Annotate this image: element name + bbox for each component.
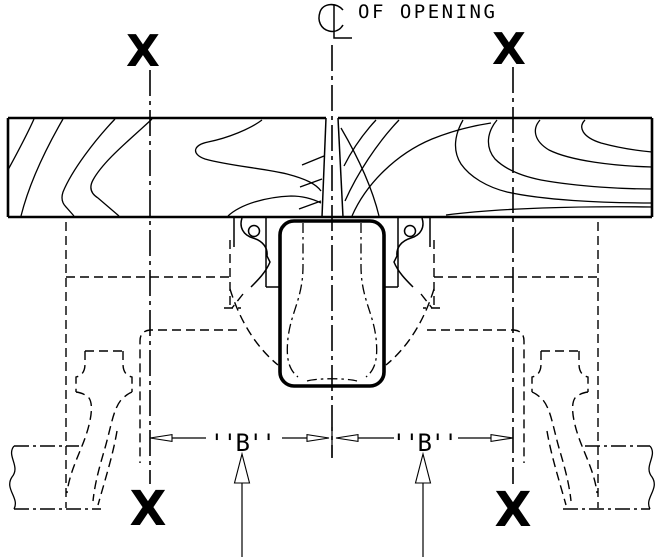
grain-line <box>581 119 653 153</box>
hidden-bit-profile-bottom <box>306 378 358 382</box>
opening-label: OF OPENING <box>358 1 497 23</box>
slot-left-edge <box>321 117 327 218</box>
opening-outline <box>278 219 386 388</box>
grain-line <box>445 206 653 216</box>
grain-line <box>194 119 322 192</box>
leg-curve <box>97 430 118 506</box>
arrowhead-up-icon <box>233 451 251 484</box>
hidden-bit-profile-left <box>286 223 304 378</box>
section-marker-bottom-left: X <box>129 481 166 537</box>
clamp-right <box>384 217 440 366</box>
housing-horizontal-lower <box>427 329 525 463</box>
grain-line <box>343 119 377 167</box>
grain-line <box>299 178 323 188</box>
grain-line <box>298 200 322 210</box>
hidden-cutter-arc <box>385 288 435 366</box>
arrowhead-up-icon <box>414 451 432 484</box>
grain-line <box>534 119 653 168</box>
insert-opening <box>278 219 386 388</box>
leader-arrows <box>233 451 432 557</box>
centerline-symbol-c <box>318 3 344 33</box>
break-line <box>9 445 16 510</box>
clamp-finger <box>240 217 271 288</box>
arrowhead-right-icon <box>490 433 514 443</box>
housing-horizontal-lower <box>139 329 237 463</box>
centerline-symbol-l <box>333 5 352 39</box>
grain-line <box>344 119 400 202</box>
hidden-clamp-corner <box>420 293 433 309</box>
section-marker-top-left: X <box>126 26 160 77</box>
centerline-symbol-icon <box>318 3 352 39</box>
section-marker-bottom-right: X <box>494 482 531 538</box>
hidden-cutter-arc <box>229 288 279 366</box>
grain-line <box>90 118 153 217</box>
grain-line <box>7 118 35 171</box>
clamp-left <box>224 217 280 366</box>
tslot-side <box>122 351 133 392</box>
hidden-clamp-corner <box>231 293 244 309</box>
housing-right <box>427 222 655 510</box>
arrowhead-right-icon <box>306 433 330 443</box>
grain-line <box>301 155 325 166</box>
dimension-label-right: ''B'' <box>392 429 457 457</box>
tslot-side <box>578 351 589 392</box>
grain-line <box>227 195 322 217</box>
dimension-b <box>149 427 514 457</box>
grain-line <box>20 118 64 217</box>
clamp-finger <box>393 217 424 288</box>
dimension-label-left: ''B'' <box>210 429 275 457</box>
arrowhead-left-icon <box>335 433 359 443</box>
leg-curve <box>92 391 133 502</box>
hidden-bit-profile-right <box>360 223 378 378</box>
board <box>6 116 654 219</box>
leg-curve <box>571 391 598 494</box>
leg-curve <box>546 430 567 506</box>
leg-curve <box>66 391 93 494</box>
break-line <box>648 445 655 510</box>
tslot-side <box>75 351 86 392</box>
arrowhead-left-icon <box>149 433 173 443</box>
reference-lines <box>149 45 514 484</box>
screw-hole-right <box>403 224 417 238</box>
tslot-side <box>531 351 542 392</box>
screw-hole-left <box>247 224 261 238</box>
leg-curve <box>531 391 572 502</box>
grain-line <box>454 119 653 204</box>
section-marker-top-right: X <box>492 24 526 75</box>
housing-left <box>9 222 237 510</box>
grain-line <box>61 118 116 217</box>
wood-grain <box>7 118 653 217</box>
grain-line <box>487 119 653 190</box>
slot-right-edge <box>337 117 344 218</box>
grain-line <box>351 122 492 217</box>
